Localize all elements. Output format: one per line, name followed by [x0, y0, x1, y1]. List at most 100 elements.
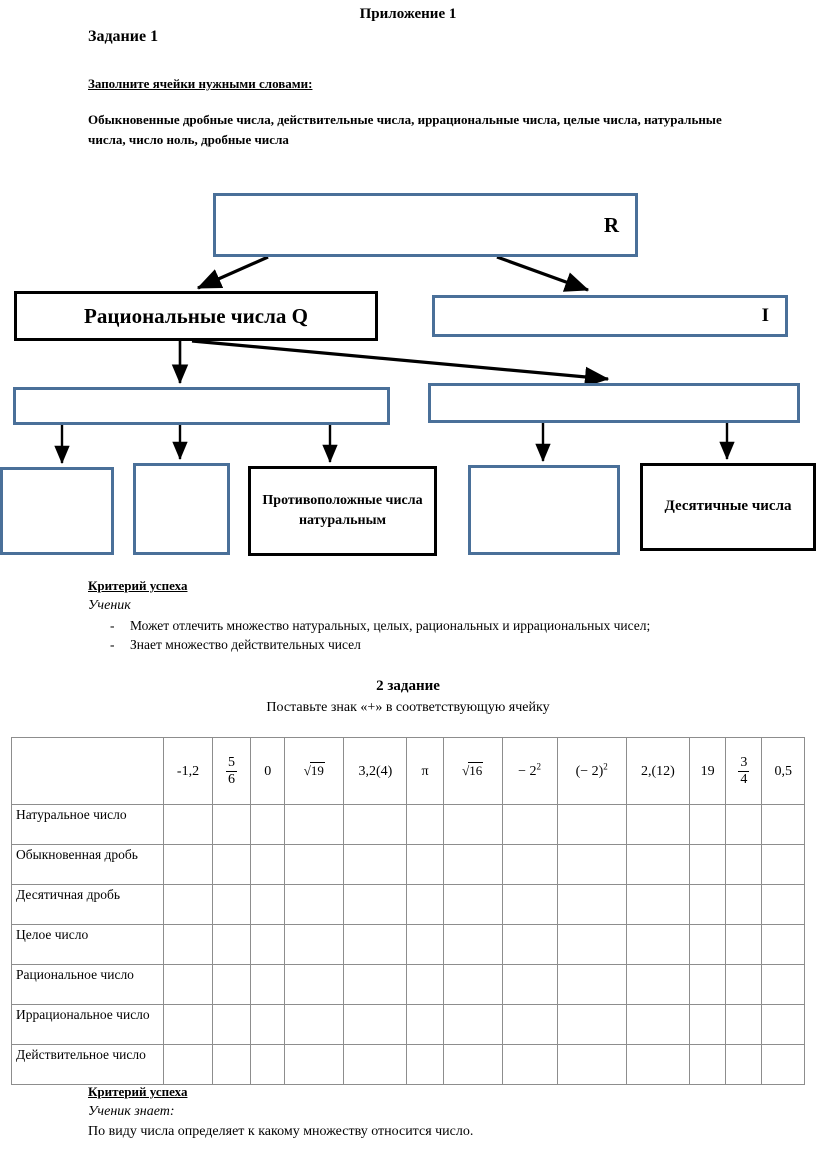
table-answer-cell[interactable] [250, 1004, 286, 1045]
table-answer-cell[interactable] [250, 924, 286, 965]
table-answer-cell[interactable] [725, 884, 763, 925]
table-answer-cell[interactable] [725, 924, 763, 965]
table-answer-cell[interactable] [688, 884, 727, 925]
table-answer-cell[interactable] [442, 844, 503, 885]
diagram-node-decimal-numbers[interactable]: Десятичные числа [640, 463, 816, 551]
table-answer-cell[interactable] [442, 964, 503, 1005]
table-answer-cell[interactable] [211, 1044, 252, 1085]
table-answer-cell[interactable] [406, 844, 444, 885]
table-answer-cell[interactable] [406, 1004, 444, 1045]
table-answer-cell[interactable] [250, 964, 286, 1005]
table-answer-cell[interactable] [556, 1044, 627, 1085]
table-answer-cell[interactable] [761, 1004, 805, 1045]
table-answer-cell[interactable] [625, 884, 691, 925]
diagram-node-blank-mid-right[interactable] [428, 383, 800, 423]
table-answer-cell[interactable] [284, 924, 345, 965]
table-answer-cell[interactable] [442, 804, 503, 845]
table-answer-cell[interactable] [250, 884, 286, 925]
table-answer-cell[interactable] [501, 804, 558, 845]
table-answer-cell[interactable] [163, 1004, 213, 1045]
table-answer-cell[interactable] [725, 804, 763, 845]
table-answer-cell[interactable] [625, 1004, 691, 1045]
table-answer-cell[interactable] [556, 884, 627, 925]
table-answer-cell[interactable] [761, 884, 805, 925]
table-answer-cell[interactable] [406, 1044, 444, 1085]
table-answer-cell[interactable] [406, 964, 444, 1005]
table-answer-cell[interactable] [163, 964, 213, 1005]
table-answer-cell[interactable] [163, 844, 213, 885]
table-answer-cell[interactable] [343, 884, 408, 925]
table-answer-cell[interactable] [211, 964, 252, 1005]
table-answer-cell[interactable] [250, 804, 286, 845]
table-answer-cell[interactable] [725, 1044, 763, 1085]
table-answer-cell[interactable] [211, 924, 252, 965]
table-answer-cell[interactable] [163, 884, 213, 925]
table-answer-cell[interactable] [406, 804, 444, 845]
table-answer-cell[interactable] [163, 1044, 213, 1085]
table-answer-cell[interactable] [343, 1044, 408, 1085]
table-answer-cell[interactable] [556, 1004, 627, 1045]
table-answer-cell[interactable] [406, 924, 444, 965]
diagram-node-rational-numbers[interactable]: Рациональные числа Q [14, 291, 378, 341]
table-answer-cell[interactable] [250, 1044, 286, 1085]
diagram-node-blank-bottom-1[interactable] [0, 467, 114, 555]
table-answer-cell[interactable] [501, 964, 558, 1005]
table-answer-cell[interactable] [625, 1044, 691, 1085]
table-answer-cell[interactable] [284, 884, 345, 925]
table-answer-cell[interactable] [556, 804, 627, 845]
table-answer-cell[interactable] [211, 884, 252, 925]
table-answer-cell[interactable] [761, 1044, 805, 1085]
table-answer-cell[interactable] [284, 964, 345, 1005]
table-answer-cell[interactable] [501, 884, 558, 925]
table-answer-cell[interactable] [761, 804, 805, 845]
table-answer-cell[interactable] [625, 924, 691, 965]
table-answer-cell[interactable] [284, 1004, 345, 1045]
table-answer-cell[interactable] [501, 844, 558, 885]
diagram-node-real-numbers[interactable]: R [213, 193, 638, 257]
table-answer-cell[interactable] [442, 884, 503, 925]
table-answer-cell[interactable] [761, 964, 805, 1005]
table-answer-cell[interactable] [688, 924, 727, 965]
diagram-node-opposite-naturals[interactable]: Противоположные числа натуральным [248, 466, 437, 556]
table-answer-cell[interactable] [343, 924, 408, 965]
table-answer-cell[interactable] [163, 804, 213, 845]
table-answer-cell[interactable] [163, 924, 213, 965]
table-answer-cell[interactable] [688, 804, 727, 845]
table-answer-cell[interactable] [211, 1004, 252, 1045]
diagram-node-irrational-numbers[interactable]: I [432, 295, 788, 337]
table-answer-cell[interactable] [406, 884, 444, 925]
diagram-node-blank-mid-left[interactable] [13, 387, 390, 425]
table-answer-cell[interactable] [442, 1004, 503, 1045]
table-answer-cell[interactable] [343, 964, 408, 1005]
table-answer-cell[interactable] [625, 964, 691, 1005]
table-answer-cell[interactable] [343, 804, 408, 845]
table-answer-cell[interactable] [556, 924, 627, 965]
table-answer-cell[interactable] [761, 924, 805, 965]
table-answer-cell[interactable] [501, 1004, 558, 1045]
diagram-node-blank-bottom-2[interactable] [133, 463, 230, 555]
table-answer-cell[interactable] [284, 1044, 345, 1085]
table-answer-cell[interactable] [442, 924, 503, 965]
table-answer-cell[interactable] [761, 844, 805, 885]
table-answer-cell[interactable] [725, 844, 763, 885]
table-answer-cell[interactable] [625, 804, 691, 845]
table-answer-cell[interactable] [556, 844, 627, 885]
diagram-node-blank-bottom-4[interactable] [468, 465, 620, 555]
table-answer-cell[interactable] [250, 844, 286, 885]
table-answer-cell[interactable] [343, 1004, 408, 1045]
table-answer-cell[interactable] [625, 844, 691, 885]
table-answer-cell[interactable] [284, 804, 345, 845]
table-answer-cell[interactable] [688, 964, 727, 1005]
table-answer-cell[interactable] [688, 1004, 727, 1045]
table-answer-cell[interactable] [501, 924, 558, 965]
table-answer-cell[interactable] [442, 1044, 503, 1085]
table-answer-cell[interactable] [284, 844, 345, 885]
table-answer-cell[interactable] [688, 1044, 727, 1085]
table-answer-cell[interactable] [501, 1044, 558, 1085]
table-answer-cell[interactable] [556, 964, 627, 1005]
table-answer-cell[interactable] [725, 1004, 763, 1045]
table-answer-cell[interactable] [211, 804, 252, 845]
table-answer-cell[interactable] [343, 844, 408, 885]
table-answer-cell[interactable] [725, 964, 763, 1005]
table-answer-cell[interactable] [211, 844, 252, 885]
